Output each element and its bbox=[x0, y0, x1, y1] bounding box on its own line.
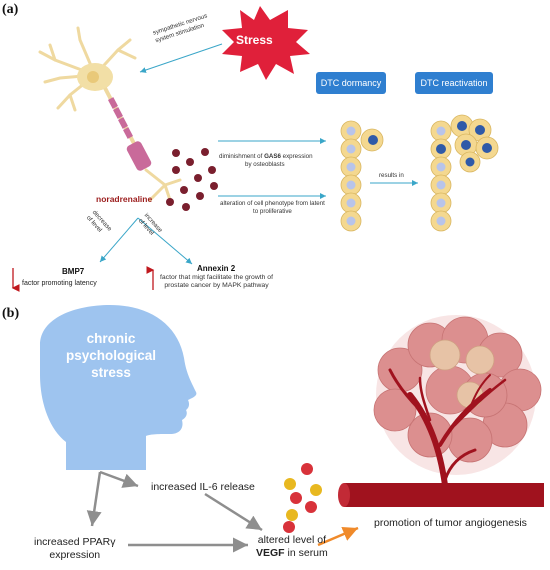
phenotype-label: alteration of cell phenotype from latent… bbox=[220, 200, 325, 215]
il6-label: increased IL-6 release bbox=[151, 481, 255, 493]
dtc-dormancy-box: DTC dormancy bbox=[316, 72, 386, 94]
phenotype-line-2: to proliferative bbox=[253, 207, 292, 215]
gas6-post: expression bbox=[280, 153, 313, 160]
vegf-label: altered level of VEGF in serum bbox=[256, 534, 328, 559]
head-silhouette bbox=[40, 305, 197, 470]
annexin-desc-line-2: prostate cancer by MAPK pathway bbox=[164, 282, 269, 290]
head-text: chronic psychological stress bbox=[62, 330, 160, 381]
stress-burst bbox=[222, 6, 310, 80]
gas6-label: diminishment of GAS6 expression by osteo… bbox=[219, 153, 313, 168]
dtc-reactivation-box: DTC reactivation bbox=[415, 72, 493, 94]
head-text-line-2: psychological bbox=[65, 348, 157, 363]
annexin-desc-line-1: factor that migt facilitate the growth o… bbox=[160, 274, 273, 281]
gas6-line-2: by osteoblasts bbox=[245, 160, 285, 168]
annexin-desc: factor that migt facilitate the growth o… bbox=[160, 274, 273, 291]
angiogenesis-label: promotion of tumor angiogenesis bbox=[374, 517, 527, 529]
stress-label: Stress bbox=[236, 33, 273, 47]
neuron bbox=[38, 26, 182, 202]
head-text-line-3: stress bbox=[91, 365, 131, 380]
gas6-pre: diminishment of bbox=[219, 153, 265, 160]
bmp7-arrow bbox=[99, 217, 139, 263]
pathway-arrows bbox=[86, 470, 263, 553]
vegf-line-2-post: in serum bbox=[284, 546, 328, 559]
vegf-bold: VEGF bbox=[256, 546, 285, 559]
noradrenaline-vesicles bbox=[166, 148, 218, 211]
stress-arrow bbox=[139, 43, 223, 73]
tumor-mass bbox=[373, 315, 542, 475]
angiogenesis-arrow bbox=[317, 526, 359, 547]
ppar-line-1: increased PPARγ bbox=[34, 536, 116, 548]
gas6-bold: GAS6 bbox=[264, 153, 281, 160]
reactivated-cell-stack bbox=[430, 114, 499, 232]
annexin-arrow bbox=[137, 217, 193, 265]
noradrenaline-label: noradrenaline bbox=[96, 194, 153, 204]
dormant-cell-stack bbox=[340, 120, 384, 232]
phenotype-line-1: alteration of cell phenotype from latent bbox=[220, 200, 325, 207]
bmp7-label: BMP7 bbox=[62, 267, 85, 276]
ppar-line-2: expression bbox=[49, 548, 101, 561]
ppar-label: increased PPARγ expression bbox=[34, 536, 116, 561]
results-in-label: results in bbox=[379, 172, 404, 179]
bmp7-desc: factor promoting latency bbox=[22, 280, 97, 287]
panel-b-label: (b) bbox=[2, 306, 20, 321]
blood-vessel bbox=[338, 368, 544, 507]
panel-a-label: (a) bbox=[2, 2, 19, 17]
vegf-line-1: altered level of bbox=[257, 534, 327, 546]
annexin-label: Annexin 2 bbox=[197, 264, 236, 273]
vegf-molecules bbox=[283, 463, 322, 533]
head-text-line-1: chronic bbox=[86, 331, 136, 346]
